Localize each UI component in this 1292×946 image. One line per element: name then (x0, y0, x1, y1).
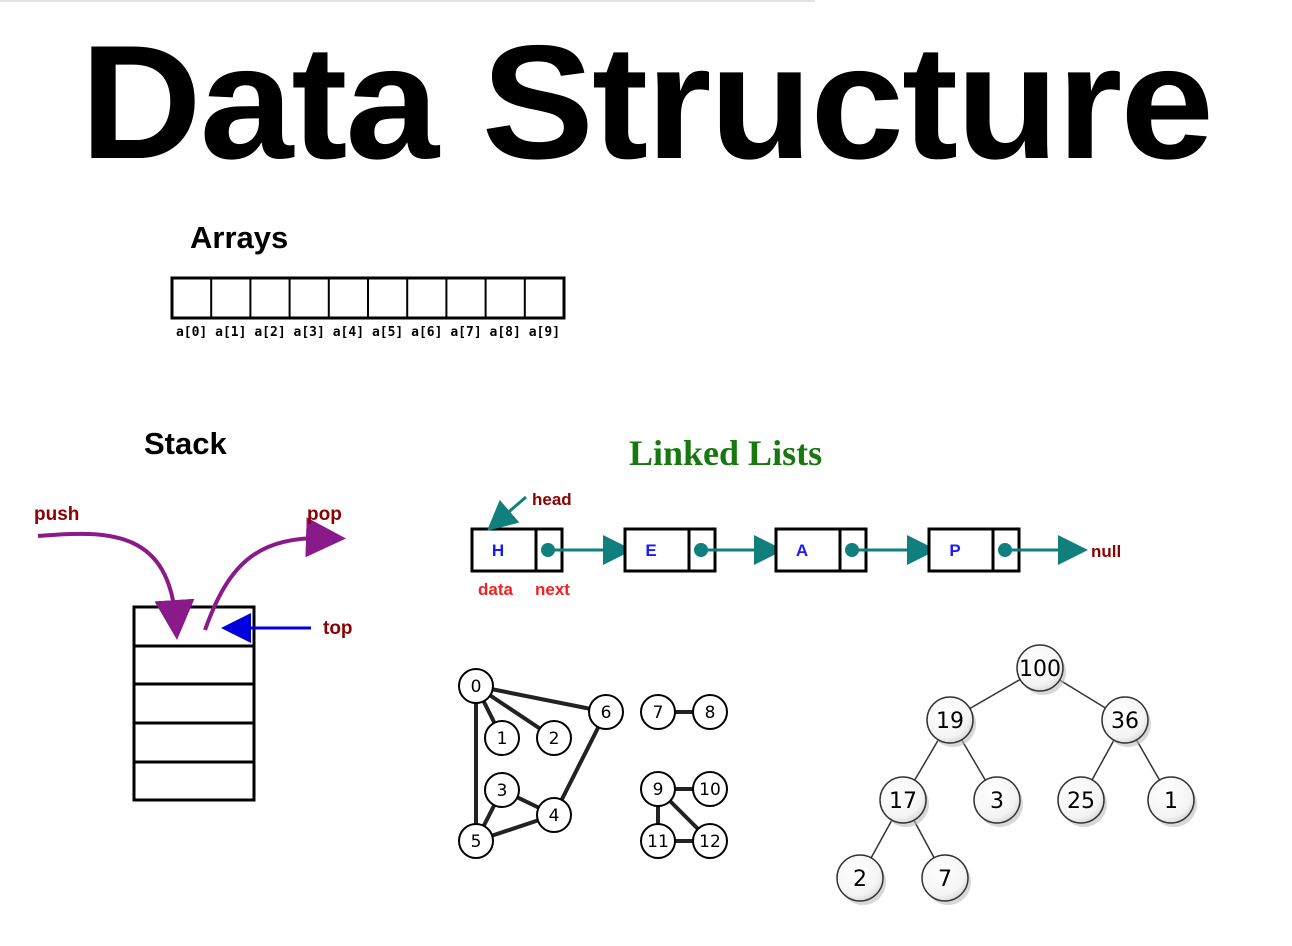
graph-node (484, 720, 520, 756)
array-index-label: a[7] (450, 325, 481, 340)
graph-node (536, 797, 572, 833)
array-index-label: a[9] (529, 325, 560, 340)
null-label: null (1091, 542, 1121, 561)
graph-node (692, 823, 728, 859)
array-index-label: a[2] (254, 325, 285, 340)
tree-node-label: 7 (938, 867, 952, 892)
graph-node (640, 694, 676, 730)
graph-node (640, 823, 676, 859)
list-node-value: P (949, 541, 960, 560)
array-index-label: a[8] (490, 325, 521, 340)
array-index-label: a[0] (176, 325, 207, 340)
array-index-label: a[4] (333, 325, 364, 340)
graph-node-label: 4 (549, 806, 560, 826)
graph-node (692, 694, 728, 730)
array-index-label: a[3] (294, 325, 325, 340)
graph-node-label: 7 (653, 703, 664, 723)
tree-node (1147, 776, 1195, 824)
tree-node-label: 19 (936, 709, 964, 734)
graph-node (588, 694, 624, 730)
array-diagram: a[0] a[1] a[2] a[3] a[4] a[5] a[6] a[7] a[8] a[9] (170, 276, 566, 340)
head-arrow (486, 495, 527, 531)
tree-node (1101, 696, 1149, 744)
graph-node-label: 10 (699, 780, 721, 800)
graph-node (484, 772, 520, 808)
arrays-heading: Arrays (190, 220, 289, 255)
push-label: push (34, 504, 79, 525)
pop-label: pop (307, 504, 342, 525)
tree-node (836, 854, 884, 902)
head-label: head (532, 490, 572, 509)
graph-node-label: 5 (471, 832, 482, 852)
graph-edge (475, 684, 607, 714)
top-label: top (323, 618, 353, 639)
tree-node-label: 36 (1111, 709, 1139, 734)
list-node-value: A (796, 541, 808, 560)
graph-node-label: 8 (705, 703, 716, 723)
tree-node-label: 1 (1164, 789, 1178, 814)
data-label: data (478, 580, 514, 599)
linked-list-diagram: H E A P head data next null (470, 490, 1121, 599)
heap-tree-diagram: 100 19 36 17 3 25 1 2 7 (836, 644, 1197, 905)
tree-node-label: 25 (1067, 789, 1095, 814)
graph-node-label: 2 (549, 729, 560, 749)
graph-node-label: 0 (471, 677, 482, 697)
array-index-label: a[5] (372, 325, 403, 340)
tree-node (1057, 776, 1105, 824)
tree-node (973, 776, 1021, 824)
graph-node (692, 771, 728, 807)
graph-node-label: 3 (497, 781, 508, 801)
page-title: Data Structure (80, 12, 1214, 193)
tree-node (879, 776, 927, 824)
array-index-label: a[1] (215, 325, 246, 340)
tree-node-label: 17 (889, 789, 917, 814)
graph-node-label: 9 (653, 780, 664, 800)
tree-node (921, 854, 969, 902)
graph-node (458, 823, 494, 859)
stack-outline (132, 605, 256, 802)
list-node-value: E (645, 541, 656, 560)
graph-node-label: 11 (647, 832, 669, 852)
graph-node-label: 12 (699, 832, 721, 852)
graph-edge (552, 711, 608, 816)
stack-heading: Stack (144, 426, 227, 461)
array-index-label: a[6] (411, 325, 442, 340)
graph-node-label: 6 (601, 703, 612, 723)
tree-node (926, 696, 974, 744)
tree-node (1016, 644, 1064, 692)
graph-node-label: 1 (497, 729, 508, 749)
tree-node-label: 100 (1019, 657, 1061, 682)
tree-node-label: 3 (990, 789, 1004, 814)
push-arrow (37, 531, 195, 640)
tree-node-label: 2 (853, 867, 867, 892)
next-label: next (535, 580, 570, 599)
graph-node (640, 771, 676, 807)
pop-arrow (203, 517, 346, 631)
list-node-value: H (492, 541, 504, 560)
linked-lists-heading: Linked Lists (629, 433, 823, 473)
stack-diagram: push pop top (34, 504, 353, 802)
graph-node (458, 668, 494, 704)
graph-node (536, 720, 572, 756)
top-divider (0, 0, 815, 2)
